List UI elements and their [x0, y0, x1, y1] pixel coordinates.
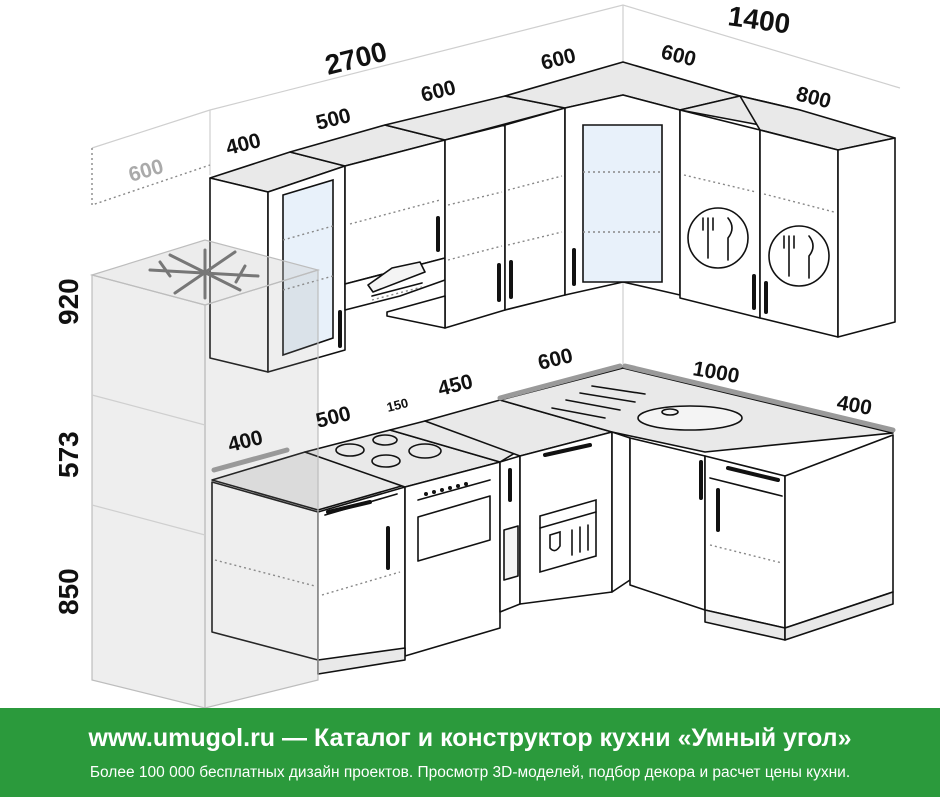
dim-base-500: 500	[314, 402, 354, 433]
dim-fridge-depth: 600	[126, 155, 166, 187]
dim-upper-total: 2700	[322, 36, 390, 81]
dim-upper-600-c: 600	[659, 41, 699, 72]
dim-upper-600-a: 600	[419, 76, 459, 107]
upper-corner-cabinet-glass	[504, 61, 741, 296]
dim-upper-500: 500	[314, 104, 354, 135]
dim-base-150: 150	[385, 395, 410, 415]
upper-cabinet-800	[739, 95, 896, 338]
upper-cabinet-600	[384, 95, 566, 329]
banner-headline[interactable]: www.umugol.ru — Каталог и конструктор ку…	[88, 724, 852, 752]
base-cabinet-400-right	[704, 434, 894, 641]
kitchen-drawing: 2700 1400 400 500 600 600 600 800 600 92…	[53, 0, 901, 708]
promo-banner: www.umugol.ru — Каталог и конструктор ку…	[0, 708, 940, 797]
worktop-corner-sink	[497, 363, 896, 453]
dim-height-base: 850	[53, 568, 84, 615]
dim-upper-400: 400	[224, 129, 264, 160]
dim-base-450: 450	[436, 370, 476, 401]
base-cabinets	[211, 363, 896, 675]
dim-upper-800: 800	[794, 83, 834, 114]
stove	[304, 429, 501, 657]
dim-height-gap: 573	[53, 431, 84, 478]
base-corner-cabinet	[611, 431, 706, 611]
base-cabinet-400	[211, 481, 406, 675]
upper-cabinet-500-hood	[289, 124, 446, 311]
snowflake-icon	[148, 248, 260, 300]
dim-upper-600-b: 600	[539, 44, 579, 75]
base-cabinet-150	[389, 420, 521, 613]
dim-height-upper: 920	[53, 278, 84, 325]
fridge-ghost	[89, 239, 321, 708]
banner-subline: Более 100 000 бесплатных дизайн проектов…	[89, 764, 851, 781]
dim-upper-corner: 1400	[726, 0, 792, 39]
dim-base-600-corner: 600	[536, 344, 576, 375]
